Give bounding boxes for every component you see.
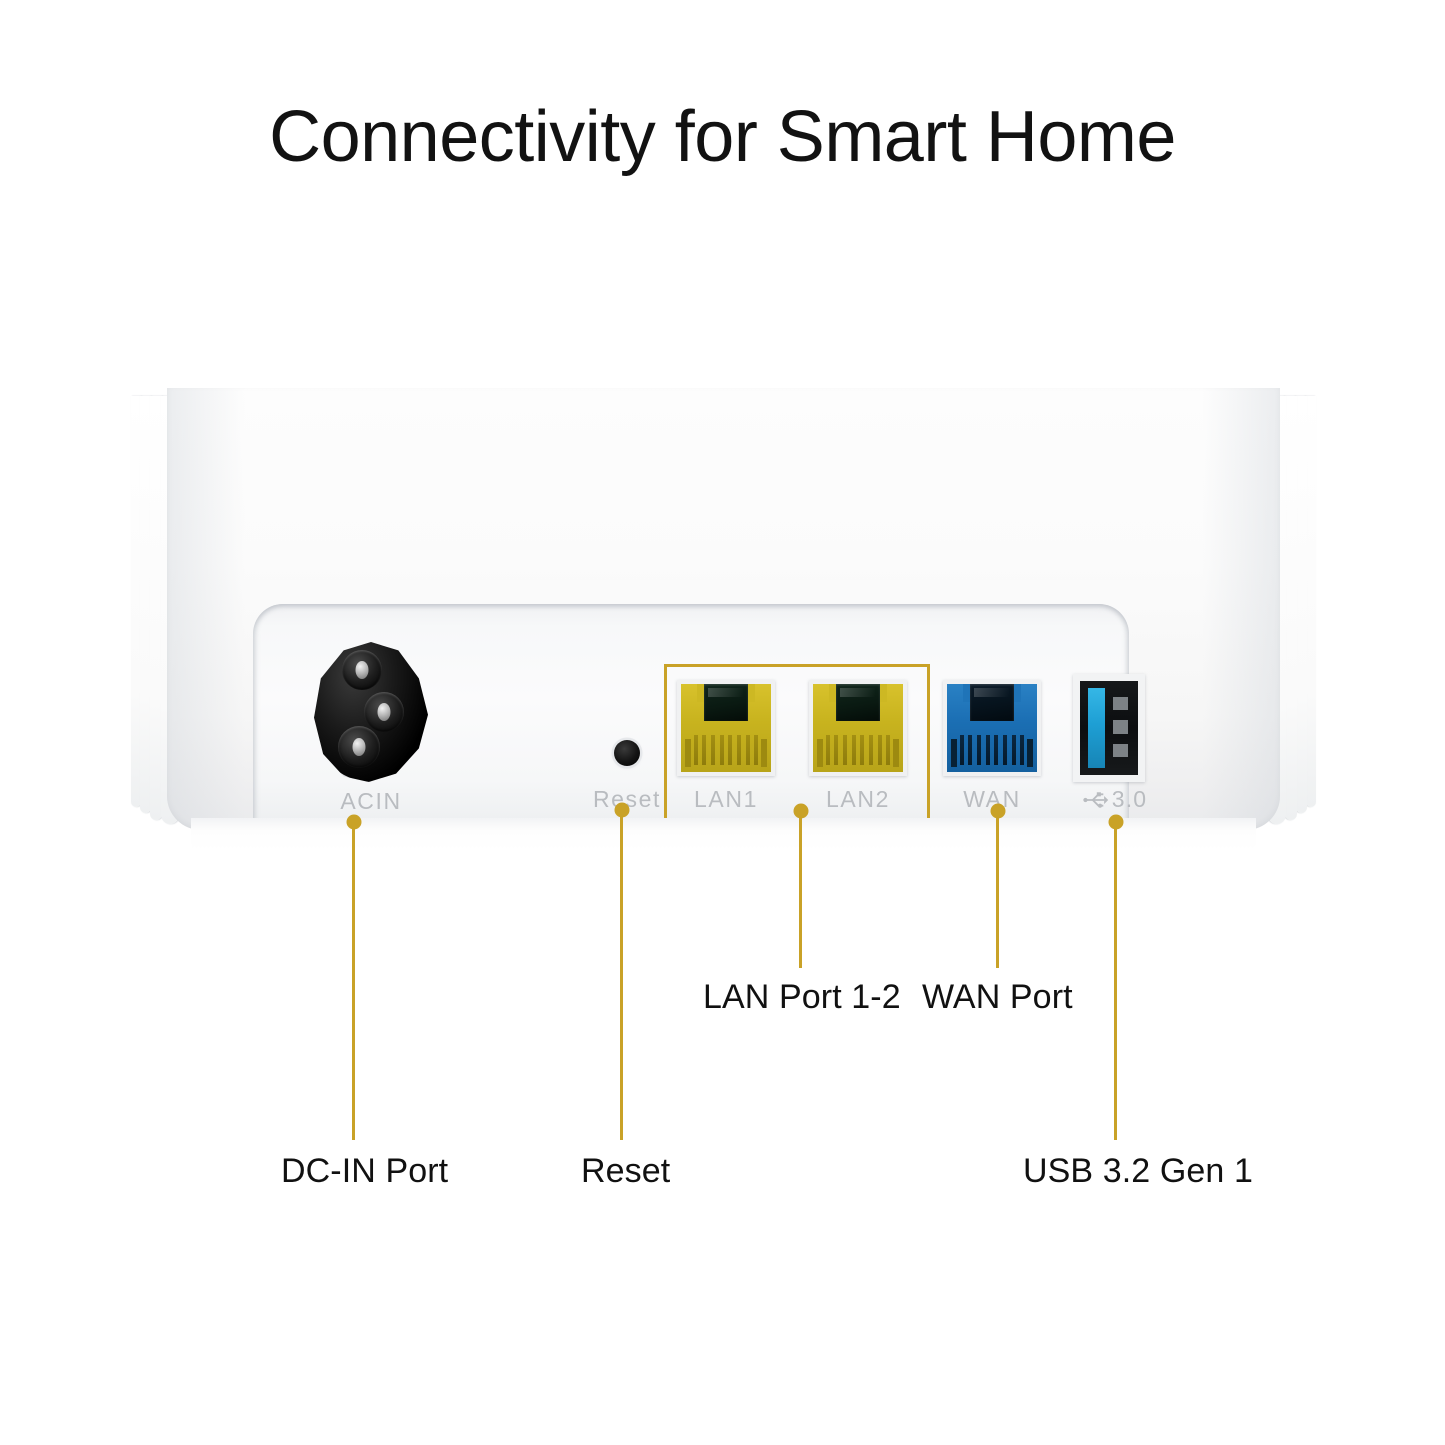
fin: [150, 396, 162, 820]
lan1-rj45-port: [677, 680, 775, 776]
leader-line-reset: [614, 802, 629, 1140]
leader-dot: [793, 803, 808, 819]
usb-trident-icon: [1083, 791, 1108, 808]
rj45-notch: [747, 684, 755, 702]
callout-wan-port: WAN Port: [922, 978, 1073, 1016]
leader-line-dc-in: [346, 814, 361, 1140]
rj45-rail: [893, 738, 900, 767]
silkscreen-label-lan1: LAN1: [694, 786, 758, 812]
rj45-rail: [816, 738, 823, 767]
rj45-notch: [1013, 684, 1021, 702]
rj45-housing: [813, 684, 903, 772]
wan-rj45-port: [943, 680, 1041, 776]
ac-in-pin-hole: [342, 650, 382, 690]
rj45-notch: [879, 684, 887, 702]
rj45-rail: [1027, 738, 1034, 767]
rj45-clip-slot: [704, 684, 748, 721]
rj45-housing: [947, 684, 1037, 772]
fin: [1285, 396, 1297, 820]
rj45-contact-pins: [825, 735, 891, 765]
page-title: Connectivity for Smart Home: [269, 97, 1176, 177]
silkscreen-label-lan2: LAN2: [826, 786, 890, 812]
callout-reset: Reset: [581, 1152, 671, 1190]
fin: [1306, 396, 1316, 807]
fin: [140, 396, 151, 814]
reset-pinhole[interactable]: [614, 740, 640, 766]
leader-dot: [614, 802, 629, 818]
rj45-housing: [681, 684, 771, 772]
silkscreen-label-acin: ACIN: [340, 788, 402, 814]
usb-contact-tongue: [1113, 697, 1128, 757]
ac-in-pin-hole: [338, 726, 380, 768]
ac-in-port: [314, 642, 428, 782]
router-device-illustration: ACIN Reset LAN1 LAN2 WAN 3.0: [131, 388, 1316, 866]
callout-lan-port: LAN Port 1-2: [703, 978, 901, 1016]
fin: [1296, 396, 1307, 814]
leader-line-lan: [793, 803, 808, 968]
rj45-notch: [963, 684, 971, 702]
usb-cavity: [1080, 681, 1138, 775]
leader-dot: [1108, 814, 1123, 830]
rj45-rail: [684, 738, 691, 767]
silkscreen-label-usb: 3.0: [1061, 786, 1169, 813]
ac-in-pin-hole: [364, 692, 404, 732]
callout-dc-in-port: DC-IN Port: [281, 1152, 449, 1190]
rj45-clip-slot: [970, 684, 1014, 721]
rj45-notch: [697, 684, 705, 702]
usb-blue-insert: [1088, 688, 1105, 768]
rj45-clip-slot: [836, 684, 880, 721]
usb-3-port: [1073, 674, 1145, 782]
leader-line-wan: [990, 803, 1005, 968]
rj45-notch: [829, 684, 837, 702]
rj45-contact-pins: [959, 735, 1025, 765]
leader-line-usb: [1108, 814, 1123, 1140]
rj45-rail: [761, 738, 768, 767]
fin: [131, 396, 141, 807]
lan2-rj45-port: [809, 680, 907, 776]
leader-dot: [990, 803, 1005, 819]
callout-usb: USB 3.2 Gen 1: [1023, 1152, 1253, 1190]
leader-dot: [346, 814, 361, 830]
rj45-contact-pins: [693, 735, 759, 765]
device-base-plinth: [191, 818, 1256, 866]
rj45-rail: [950, 738, 957, 767]
silkscreen-usb-version: 3.0: [1111, 786, 1148, 812]
